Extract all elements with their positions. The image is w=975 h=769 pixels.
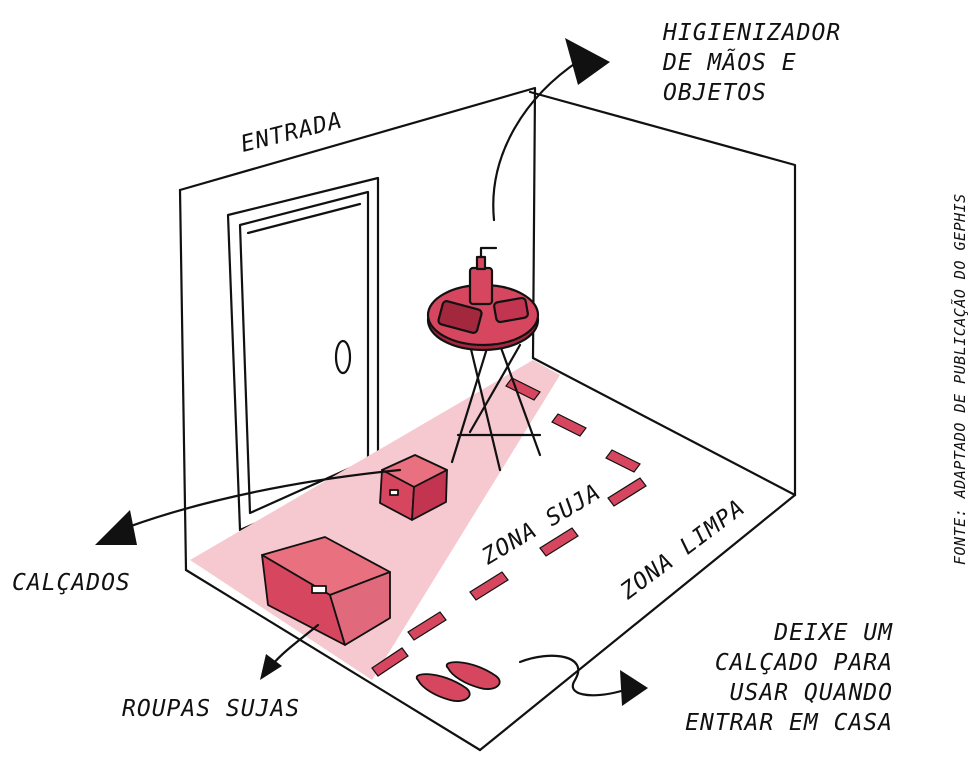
svg-text:OBJETOS: OBJETOS [663,80,767,106]
label-entrada: ENTRADA [238,107,345,157]
floor-right-edge [478,493,797,752]
label-deixe: DEIXE UM CALÇADO PARA USAR QUANDO ENTRAR… [685,620,893,736]
door-knob [334,339,352,375]
floor-left-edge [184,568,482,752]
arrow-higienizador [492,38,610,222]
room-outline [178,86,797,752]
label-roupas-sujas: ROUPAS SUJAS [122,696,300,722]
svg-text:DE MÃOS E: DE MÃOS E [662,48,797,76]
floor-back-edge [531,356,797,497]
arrow-deixe [518,654,648,706]
back-wall-left-edge [178,188,188,572]
right-wall [528,90,797,497]
back-wall [178,86,537,360]
svg-text:CALÇADO PARA: CALÇADO PARA [715,650,893,676]
label-higienizador: HIGIENIZADOR DE MÃOS E OBJETOS [662,20,841,106]
slippers [415,661,501,702]
arrow-roupas [260,623,320,680]
label-fonte: FONTE: ADAPTADO DE PUBLICAÇÃO DO GEPHIS [950,193,969,565]
stool-table [426,246,542,472]
large-box [261,536,391,646]
svg-text:USAR QUANDO: USAR QUANDO [730,680,893,706]
svg-text:ENTRAR EM CASA: ENTRAR EM CASA [685,710,893,736]
label-zona-suja: ZONA SUJA [477,479,606,571]
door [226,176,380,532]
svg-text:DEIXE UM: DEIXE UM [773,620,893,646]
label-zona-limpa: ZONA LIMPA [615,495,750,606]
svg-text:HIGIENIZADOR: HIGIENIZADOR [662,20,841,46]
small-box [379,454,448,521]
label-calcados: CALÇADOS [12,570,131,596]
arrow-calcados [95,468,402,545]
